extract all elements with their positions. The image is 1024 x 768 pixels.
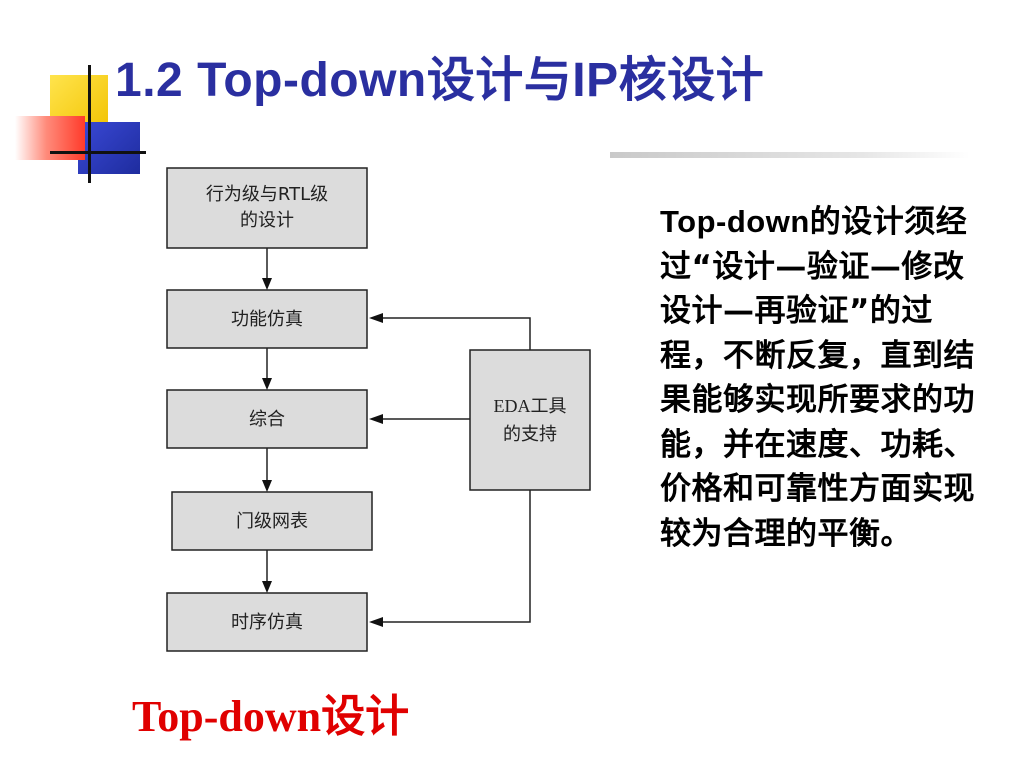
box-behavior-rtl-line1: 行为级与RTL级	[206, 184, 328, 205]
description-paragraph: Top-down的设计须经过“设计—验证—修改设计—再验证”的过程，不断反复，直…	[660, 200, 990, 556]
diagram-caption: Top-down设计	[132, 692, 410, 741]
description-lead: Top-down	[660, 204, 810, 239]
box-behavior-rtl-line2: 的设计	[240, 210, 294, 231]
arrowhead-funcsim-to-synthesis	[262, 378, 272, 390]
box-eda-tools-line2: 的支持	[503, 424, 557, 445]
arrowhead-synthesis-to-netlist	[262, 480, 272, 492]
box-timing-sim-label: 时序仿真	[231, 612, 303, 633]
arrowhead-netlist-to-timingsim	[262, 581, 272, 593]
title-divider	[610, 152, 970, 158]
eda-to-funcsim-line	[382, 317, 531, 350]
page-title: 1.2 Top-down设计与IP核设计	[115, 54, 765, 107]
arrowhead-rtl-to-funcsim	[262, 278, 272, 290]
description-text: 的设计须经过“设计—验证—修改设计—再验证”的过程，不断反复，直到结果能够实现所…	[660, 204, 975, 552]
box-gate-netlist	[171, 491, 373, 551]
deco-horizontal-line	[50, 151, 146, 154]
deco-vertical-line	[88, 65, 91, 183]
box-timing-sim	[166, 592, 368, 652]
box-synthesis-label: 综合	[249, 409, 285, 430]
box-eda-tools	[469, 349, 591, 491]
eda-to-timingsim-line	[382, 490, 531, 623]
box-gate-netlist-label: 门级网表	[236, 511, 308, 532]
box-functional-sim-label: 功能仿真	[231, 309, 303, 330]
eda-to-funcsim-arrowhead	[369, 313, 383, 323]
eda-to-timingsim-arrowhead	[369, 617, 383, 627]
eda-to-synthesis-arrowhead	[369, 414, 383, 424]
box-eda-tools-line1: EDA工具	[494, 396, 567, 416]
box-behavior-rtl	[166, 167, 368, 249]
